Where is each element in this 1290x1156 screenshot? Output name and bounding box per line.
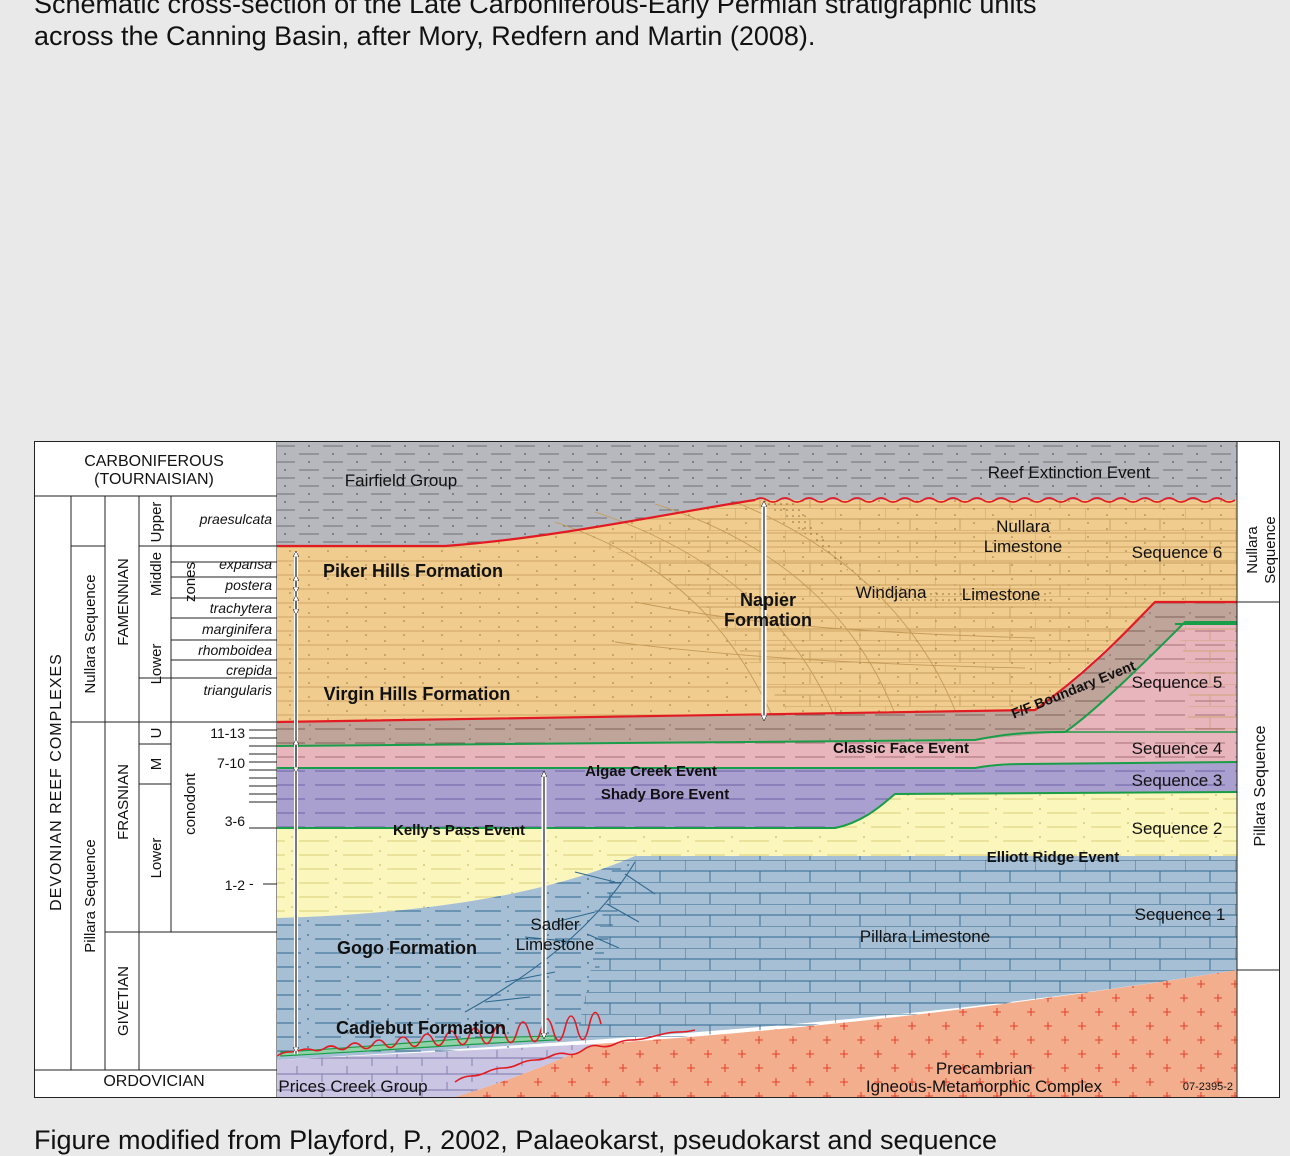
windjana-dotted-wedge bbox=[761, 500, 1055, 604]
sadler-label-1: Sadler bbox=[530, 915, 579, 934]
zone-3-6: 3-6 bbox=[225, 813, 245, 829]
zone-rhomboidea: rhomboidea bbox=[198, 642, 272, 658]
classic-face-label: Classic Face Event bbox=[833, 740, 969, 757]
reef-extinction-label: Reef Extinction Event bbox=[988, 463, 1151, 482]
zone-marginifera: marginifera bbox=[202, 621, 272, 637]
napier-label-2: Formation bbox=[724, 610, 812, 630]
cross-section bbox=[277, 442, 1237, 1097]
zone-1-2: 1-2 bbox=[225, 877, 245, 893]
precambrian-label-2: Igneous-Metamorphic Complex bbox=[866, 1077, 1103, 1096]
sequence-1-label: Sequence 1 bbox=[1135, 905, 1226, 924]
virgin-hills-label: Virgin Hills Formation bbox=[324, 684, 511, 704]
nullara-label-1: Nullara bbox=[996, 517, 1050, 536]
zone-postera: postera bbox=[224, 577, 272, 593]
zone-trachytera: trachytera bbox=[210, 600, 272, 616]
zone-7-10: 7-10 bbox=[217, 755, 245, 771]
bottom-caption: Figure modified from Playford, P., 2002,… bbox=[34, 1125, 998, 1155]
foreset-lines bbox=[554, 501, 1036, 723]
nullara-seq-left: Nullara Sequence bbox=[82, 574, 99, 693]
zone-expansa: expansa bbox=[219, 556, 272, 572]
zone-crepida: crepida bbox=[226, 662, 272, 678]
sequence-2-label: Sequence 2 bbox=[1132, 819, 1223, 838]
kellys-pass-label: Kelly's Pass Event bbox=[393, 822, 525, 839]
u-label: U bbox=[148, 728, 165, 739]
piker-hills-label: Piker Hills Formation bbox=[323, 561, 503, 581]
pillara-right-label: Pillara Sequence bbox=[1252, 725, 1269, 846]
pillara-seq-left: Pillara Sequence bbox=[82, 839, 99, 952]
time-scale-labels: CARBONIFEROUS (TOURNAISIAN) ORDOVICIAN D… bbox=[48, 453, 272, 1090]
conodont-label: conodont bbox=[182, 772, 199, 835]
windjana-label: Windjana bbox=[856, 583, 927, 602]
figure-id-label: 07-2395-2 bbox=[1183, 1081, 1233, 1093]
middle-label: Middle bbox=[148, 552, 165, 596]
top-caption: Schematic cross-section of the Late Carb… bbox=[34, 0, 1036, 52]
nullara-right-label-2: Sequence bbox=[1262, 516, 1279, 584]
right-sequence-column: Nullara Sequence Pillara Sequence bbox=[1236, 442, 1279, 1097]
tournaisian-label: (TOURNAISIAN) bbox=[94, 471, 214, 488]
sadler-reef-lines bbox=[464, 861, 656, 1013]
sequence-5-label: Sequence 5 bbox=[1132, 673, 1223, 692]
event-lines bbox=[276, 497, 1238, 1083]
ordovician-label: ORDOVICIAN bbox=[103, 1073, 204, 1090]
nullara-label-2: Limestone bbox=[984, 537, 1062, 556]
sequence-6-label: Sequence 6 bbox=[1132, 543, 1223, 562]
stratigraphic-diagram: CARBONIFEROUS (TOURNAISIAN) ORDOVICIAN D… bbox=[34, 441, 1280, 1098]
givetian-label: GIVETIAN bbox=[115, 966, 132, 1036]
zone-11-13: 11-13 bbox=[210, 725, 245, 741]
frasnian-label: FRASNIAN bbox=[115, 764, 132, 840]
windjana-limestone-label: Limestone bbox=[962, 585, 1040, 604]
lower-label-fam: Lower bbox=[148, 644, 165, 685]
napier-label-1: Napier bbox=[740, 590, 796, 610]
pillara-limestone-label: Pillara Limestone bbox=[860, 927, 990, 946]
cadjebut-label: Cadjebut Formation bbox=[336, 1018, 506, 1038]
zone-ticks bbox=[171, 561, 277, 885]
prices-creek-label: Prices Creek Group bbox=[278, 1077, 427, 1096]
upper-label: Upper bbox=[148, 502, 165, 543]
precambrian-label-1: Precambrian bbox=[936, 1059, 1032, 1078]
nullara-right-label-1: Nullara bbox=[1244, 526, 1261, 574]
sequence-4-label: Sequence 4 bbox=[1132, 739, 1223, 758]
zone-tick-dash: - bbox=[249, 875, 254, 891]
sequence-3-label: Sequence 3 bbox=[1132, 771, 1223, 790]
gogo-label: Gogo Formation bbox=[337, 938, 477, 958]
fairfield-label: Fairfield Group bbox=[345, 471, 457, 490]
sadler-label-2: Limestone bbox=[516, 935, 594, 954]
devonian-label: DEVONIAN REEF COMPLEXES bbox=[48, 653, 65, 911]
elliott-ridge-label: Elliott Ridge Event bbox=[987, 849, 1120, 866]
caption-line: Schematic cross-section of the Late Carb… bbox=[34, 0, 1037, 19]
algae-creek-label: Algae Creek Event bbox=[585, 763, 717, 780]
zones-label: zones bbox=[182, 562, 199, 602]
famennian-label: FAMENNIAN bbox=[115, 558, 132, 646]
carboniferous-label: CARBONIFEROUS bbox=[84, 453, 224, 470]
shady-bore-label: Shady Bore Event bbox=[601, 786, 729, 803]
lower-label-fras: Lower bbox=[148, 838, 165, 879]
zone-triangularis: triangularis bbox=[204, 682, 272, 698]
caption-line: across the Canning Basin, after Mory, Re… bbox=[34, 21, 816, 51]
m-label: M bbox=[148, 758, 165, 771]
range-arrows bbox=[296, 504, 764, 1054]
zone-praesulcata: praesulcata bbox=[199, 511, 273, 527]
